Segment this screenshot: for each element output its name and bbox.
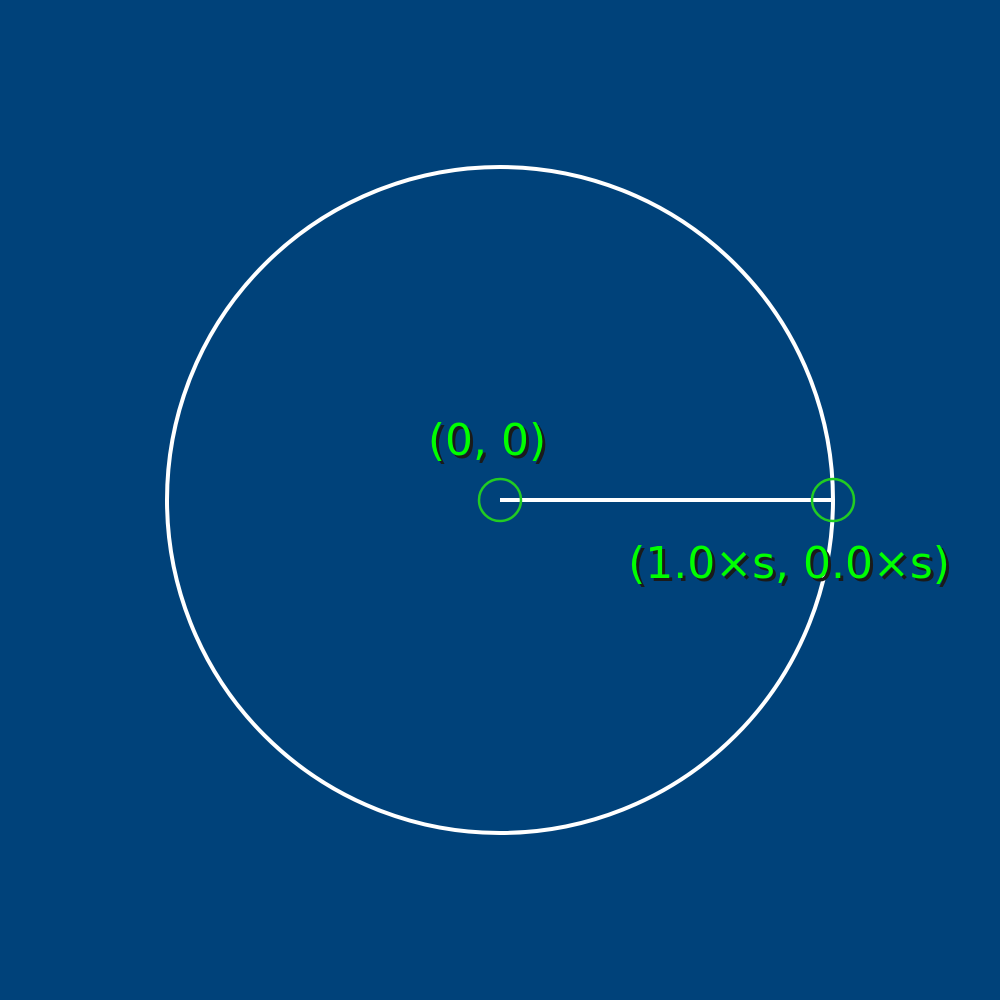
edge-point-label: (1.0×s, 0.0×s): [628, 538, 950, 589]
center-point-marker: [477, 477, 523, 523]
edge-point-label-shadow: (1.0×s, 0.0×s): [631, 541, 953, 592]
edge-point-marker: [810, 477, 856, 523]
center-point-label-shadow: (0, 0): [431, 418, 549, 469]
center-point-label: (0, 0): [428, 415, 546, 466]
